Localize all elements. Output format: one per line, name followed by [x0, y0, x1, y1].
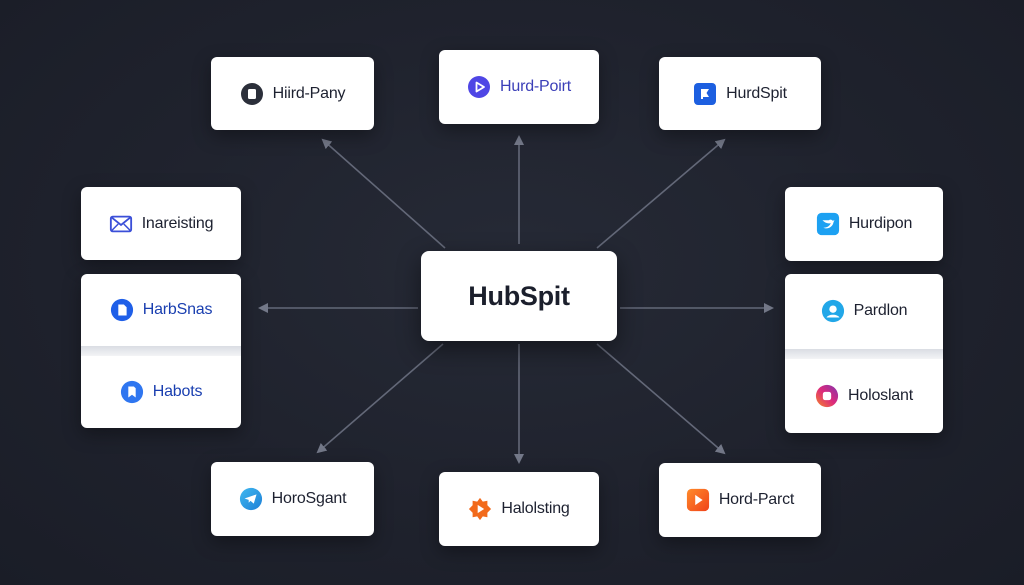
hub-node[interactable]: HubSpit: [421, 251, 617, 341]
stack-divider: [81, 346, 241, 356]
play-circle-icon: [467, 75, 491, 99]
node-stack-right: Pardlon Holoslant: [785, 274, 943, 433]
node-hurdipon[interactable]: Hurdipon: [785, 187, 943, 261]
play-square-icon: [686, 488, 710, 512]
node-habots[interactable]: Habots: [81, 356, 241, 428]
bookmark-circle-icon: [120, 380, 144, 404]
connector-top-left: [321, 138, 446, 249]
stack-divider: [785, 348, 943, 359]
node-label: HoroSgant: [271, 490, 347, 507]
node-hiird-pany[interactable]: Hiird-Pany: [211, 57, 374, 130]
node-horosgant[interactable]: HoroSgant: [211, 462, 374, 536]
sun-play-icon: [468, 497, 492, 521]
node-hurdspit[interactable]: HurdSpit: [659, 57, 821, 130]
node-label: Hurd-Poirt: [500, 78, 571, 95]
hub-label: HubSpit: [468, 280, 570, 311]
node-label: Holoslant: [848, 386, 913, 404]
document-circle-icon: [110, 298, 134, 322]
node-stack-left: HarbSnas Habots: [81, 274, 241, 428]
flag-square-icon: [693, 82, 717, 106]
user-circle-icon: [821, 299, 845, 323]
node-label: HurdSpit: [726, 84, 787, 102]
mail-icon: [109, 212, 133, 236]
telegram-icon: [239, 487, 263, 511]
node-label: HarbSnas: [142, 301, 213, 318]
rounded-square-icon: [240, 82, 264, 106]
node-label: Hiird-Pany: [272, 84, 346, 102]
node-label: Hord-Parct: [718, 491, 795, 508]
node-holoslant[interactable]: Holoslant: [785, 359, 943, 434]
instagram-icon: [815, 384, 839, 408]
node-hord-parct[interactable]: Hord-Parct: [659, 463, 821, 537]
connector-bottom-left: [316, 343, 444, 454]
node-halolsting[interactable]: Halolsting: [439, 472, 599, 546]
connector-bottom-right: [596, 343, 726, 455]
node-pardlon[interactable]: Pardlon: [785, 274, 943, 349]
node-label: Inareisting: [141, 214, 214, 232]
node-label: Pardlon: [853, 302, 908, 320]
connector-top-right: [596, 138, 726, 249]
node-inareisting[interactable]: Inareisting: [81, 187, 241, 260]
twitter-square-icon: [816, 212, 840, 236]
node-label: Habots: [152, 383, 203, 400]
node-hurd-poirt[interactable]: Hurd-Poirt: [439, 50, 599, 124]
node-label: Hurdipon: [848, 215, 913, 232]
node-harbsnas[interactable]: HarbSnas: [81, 274, 241, 346]
node-label: Halolsting: [501, 500, 570, 517]
